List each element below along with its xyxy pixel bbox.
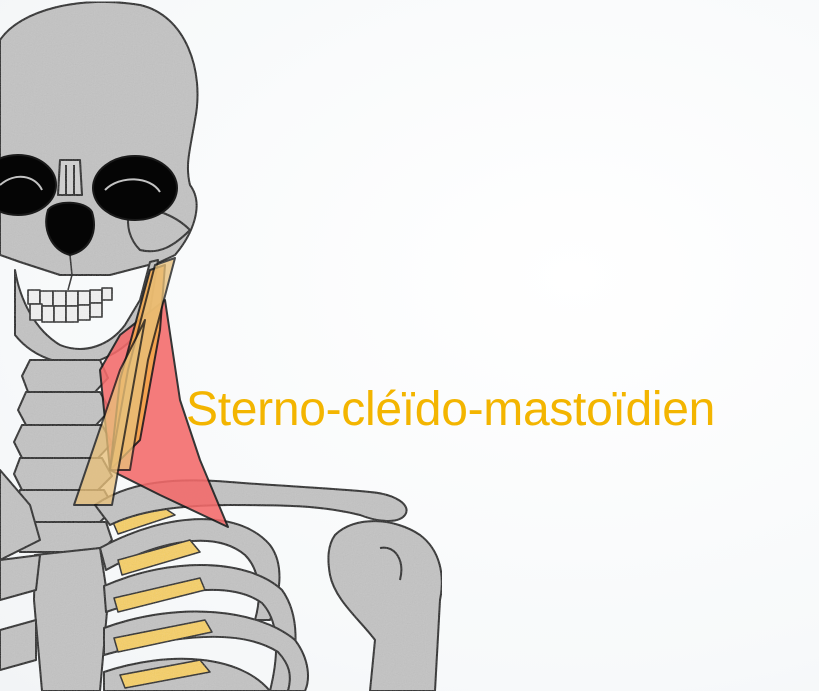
nasal-bone — [58, 160, 82, 195]
lower-teeth — [30, 303, 102, 322]
right-eye-socket — [93, 156, 177, 220]
sternum — [34, 548, 108, 691]
humerus-head — [328, 521, 441, 691]
muscle-label: Sterno-cléïdo-mastoïdien — [186, 382, 715, 438]
